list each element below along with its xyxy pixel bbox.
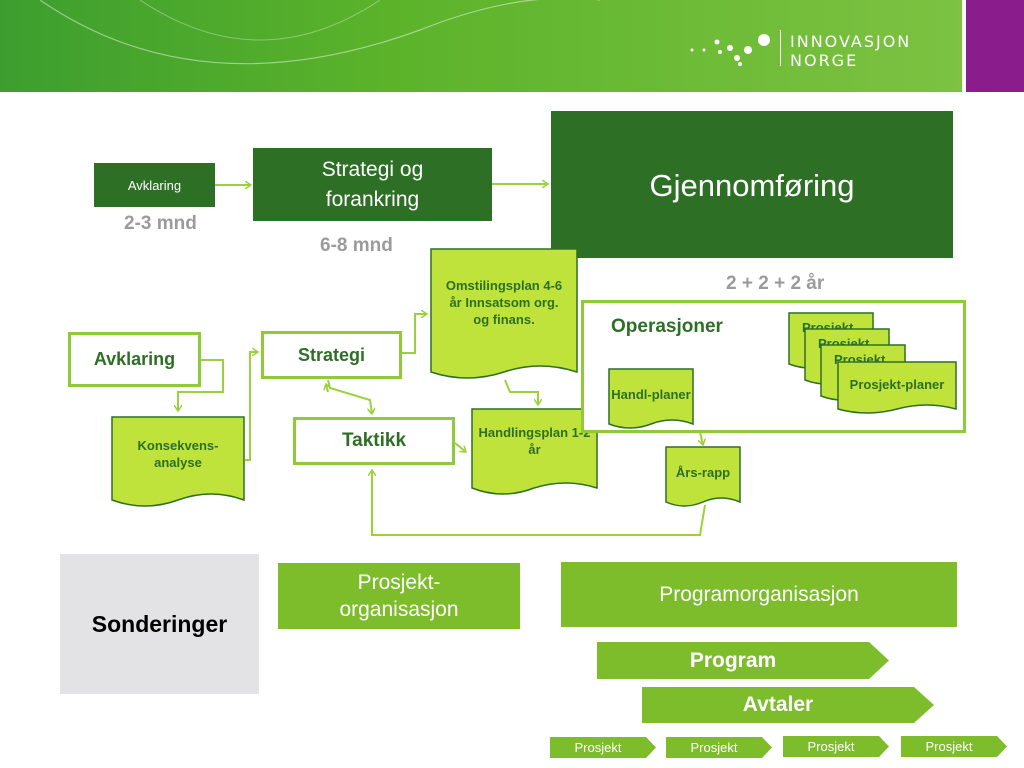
operasjoner-title: Operasjoner	[611, 316, 723, 337]
doc-handlingsplan: Handlingsplan 1-2 år	[471, 408, 598, 498]
doc-konsekvensanalyse-label: Konsekvens-analyse	[137, 438, 219, 470]
phase-strategi-duration: 6-8 mnd	[320, 235, 393, 256]
doc-omstillingsplan: Omstilingsplan 4-6 år Innsatsom org. og …	[430, 248, 578, 385]
prosjekt-arrow-1-label: Prosjekt	[574, 740, 622, 755]
programorganisasjon-box: Programorganisasjon	[561, 562, 957, 627]
flow-avklaring: Avklaring	[68, 332, 201, 387]
header-banner: INNOVASJON NORGE	[0, 0, 962, 92]
doc-prosjektplaner-label: Prosjekt-planer	[849, 376, 945, 392]
doc-arsrapport: Års-rapp	[665, 446, 741, 510]
prosjekt-arrow-3: Prosjekt	[783, 736, 889, 757]
header-accent	[966, 0, 1024, 92]
phase-gjennomforing: Gjennomføring	[551, 111, 953, 258]
prosjekt-arrow-2-label: Prosjekt	[690, 740, 738, 755]
prosjektorganisasjon-box: Prosjekt-organisasjon	[278, 563, 520, 629]
phase-gjennomforing-duration: 2 + 2 + 2 år	[726, 273, 825, 294]
prosjekt-arrow-4: Prosjekt	[901, 736, 1007, 757]
phase-avklaring: Avklaring	[94, 163, 215, 207]
phase-avklaring-duration: 2-3 mnd	[124, 213, 197, 234]
flow-strategi: Strategi	[261, 331, 402, 379]
phase-strategi: Strategi og forankring	[253, 148, 492, 221]
flow-taktikk: Taktikk	[293, 417, 455, 465]
logo-line2: NORGE	[790, 51, 859, 70]
logo-divider	[780, 30, 781, 66]
prosjekt-arrow-4-label: Prosjekt	[925, 739, 973, 754]
doc-handlplaner: Handl-planer	[608, 368, 694, 432]
prosjekt-arrow-2: Prosjekt	[666, 737, 772, 758]
program-label: Program	[689, 648, 777, 672]
banner-curves	[39, 0, 600, 65]
program-arrow: Program	[597, 642, 889, 679]
doc-arsrapport-label: Års-rapp	[675, 464, 731, 480]
avtaler-label: Avtaler	[742, 693, 814, 716]
doc-handlplaner-label: Handl-planer	[611, 386, 691, 402]
sonderinger-box: Sonderinger	[60, 554, 259, 694]
prosjekt-arrow-1: Prosjekt	[550, 737, 656, 758]
doc-prosjektplaner: Prosjekt-planer	[837, 361, 957, 417]
doc-handlingsplan-label: Handlingsplan 1-2 år	[478, 425, 591, 457]
prosjekt-arrow-3-label: Prosjekt	[807, 739, 855, 754]
doc-omstillingsplan-label: Omstilingsplan 4-6 år Innsatsom org. og …	[445, 277, 563, 327]
avtaler-arrow: Avtaler	[642, 687, 934, 723]
logo-line1: INNOVASJON	[790, 32, 912, 51]
doc-konsekvensanalyse: Konsekvens-analyse	[111, 416, 245, 508]
logo-dots-icon	[690, 34, 770, 66]
